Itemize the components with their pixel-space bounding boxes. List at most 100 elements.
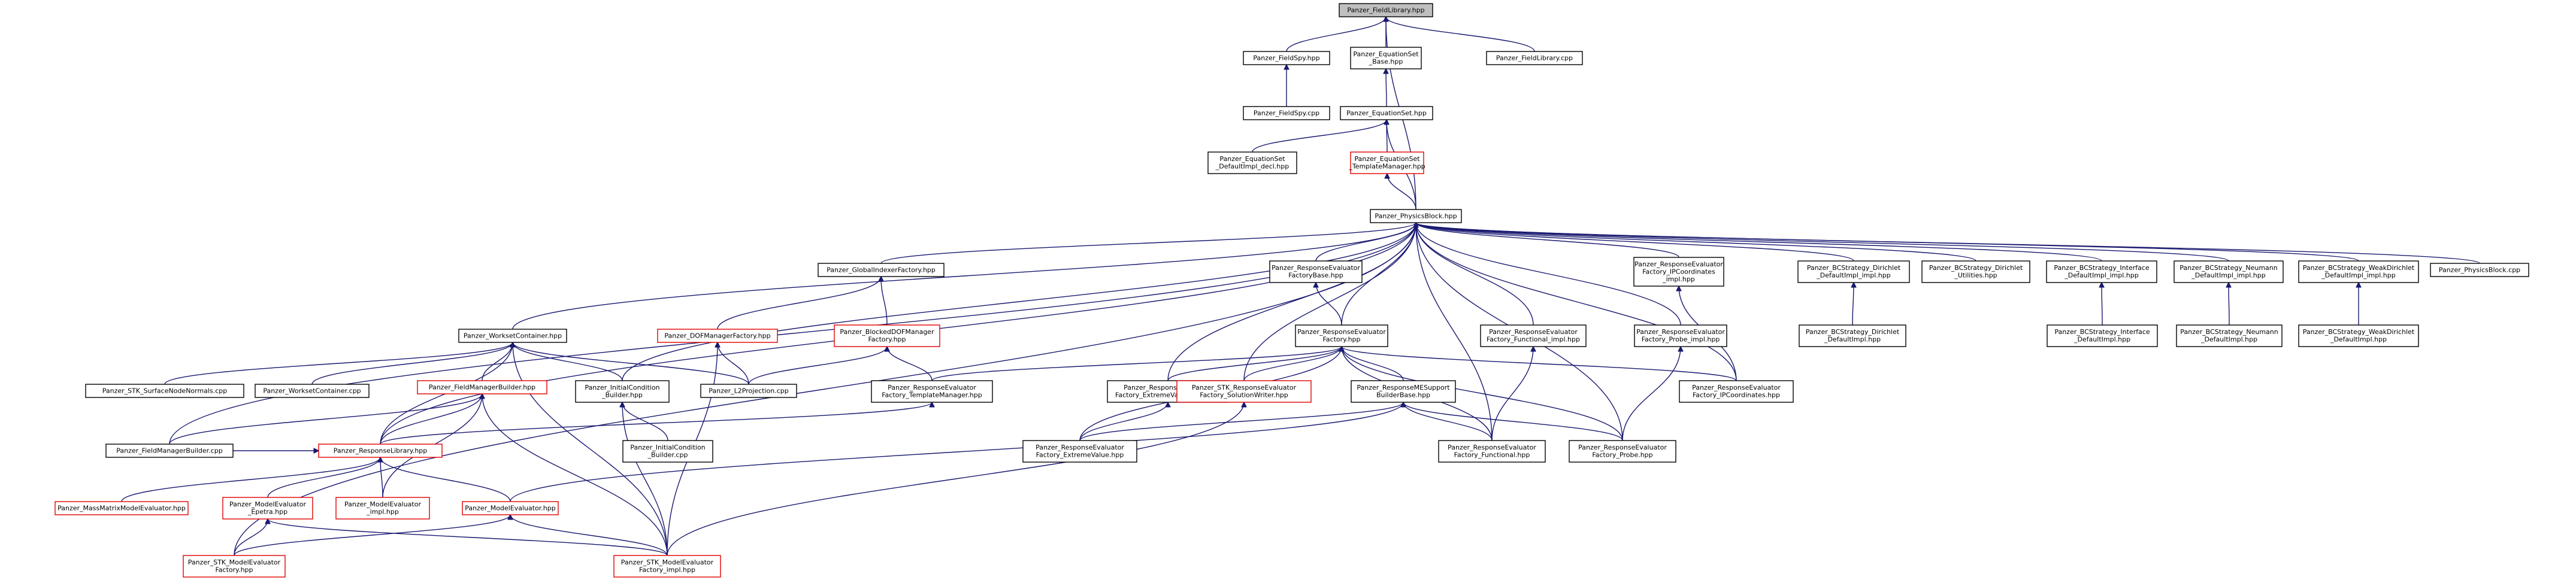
node-fieldspy_cpp[interactable]: Panzer_FieldSpy.cpp [1243,106,1330,120]
edge-globalindexer-to-physicsblock [880,222,1416,264]
node-box [700,384,797,398]
node-worksetcontainer_cpp[interactable]: Panzer_WorksetContainer.cpp [255,384,370,398]
node-bc_interface_decl[interactable]: Panzer_BCStrategy_Interface_DefaultImpl.… [2047,324,2158,347]
node-bc_weakdirichlet_impl[interactable]: Panzer_BCStrategy_WeakDirichlet_DefaultI… [2298,260,2419,283]
node-label: Panzer_EquationSet [1219,155,1285,163]
edge-re_extremevalue-to-re_extreme_impl [1079,402,1168,441]
node-box [318,444,443,458]
node-fieldlib_cpp[interactable]: Panzer_FieldLibrary.cpp [1486,51,1583,65]
node-re_functional[interactable]: Panzer_ResponseEvaluatorFactory_Function… [1438,440,1546,463]
node-box [183,555,286,578]
node-box [55,501,189,515]
edge-massmatrix-to-responselibrary [121,457,380,502]
node-me_epetra[interactable]: Panzer_ModelEvaluator_Epetra.hpp [222,497,313,520]
node-fieldspy_hpp[interactable]: Panzer_FieldSpy.hpp [1243,51,1330,65]
edge-fieldmanagerbuilder-to-worksetcontainer [482,342,513,381]
node-eqset_template[interactable]: Panzer_EquationSet_TemplateManager.hpp [1348,151,1425,174]
node-me_impl[interactable]: Panzer_ModelEvaluator_impl.hpp [335,497,430,520]
node-initialcondition_cpp[interactable]: Panzer_InitialCondition_Builder.cpp [622,440,713,463]
node-label: Panzer_GlobalIndexerFactory.hpp [827,266,936,274]
node-root[interactable]: Panzer_FieldLibrary.hpp [1339,3,1433,17]
node-bc_weakdirichlet_decl[interactable]: Panzer_BCStrategy_WeakDirichlet_DefaultI… [2298,324,2419,347]
edge-me_epetra-to-responselibrary [267,457,380,498]
node-modelevaluator[interactable]: Panzer_ModelEvaluator.hpp [462,501,559,515]
node-re_ipcoord[interactable]: Panzer_ResponseEvaluatorFactory_IPCoordi… [1679,380,1794,403]
edge-re_functional-to-physicsblock [1416,223,1493,441]
node-bc_dirichlet_util[interactable]: Panzer_BCStrategy_Dirichlet_Utilities.hp… [1921,260,2030,283]
node-dofmanagerfactory[interactable]: Panzer_DOFManagerFactory.hpp [657,329,778,343]
node-label: Panzer_L2Projection.cpp [709,387,788,394]
node-eqset_base[interactable]: Panzer_EquationSet_Base.hpp [1350,47,1422,69]
node-label: Panzer_PhysicsBlock.hpp [1375,212,1457,220]
node-label: _DefaultImpl_impl.hpp [2064,272,2138,280]
node-stk_re_solutionwriter[interactable]: Panzer_STK_ResponseEvaluatorFactory_Solu… [1176,380,1312,403]
node-label: Panzer_FieldLibrary.cpp [1496,54,1573,62]
node-responselibrary[interactable]: Panzer_ResponseLibrary.hpp [318,444,443,458]
node-box [1569,440,1676,463]
edge-stk_me_factory_impl-to-worksetcontainer [513,342,668,556]
node-label: Factory_TemplateManager.hpp [882,391,982,399]
node-label: Factory_Probe_impl.hpp [1642,336,1720,344]
node-label: Panzer_ResponseEvaluator [1636,328,1725,336]
node-bc_interface_impl[interactable]: Panzer_BCStrategy_Interface_DefaultImpl_… [2046,260,2157,283]
node-globalindexer[interactable]: Panzer_GlobalIndexerFactory.hpp [818,263,945,277]
node-massmatrix[interactable]: Panzer_MassMatrixModelEvaluator.hpp [55,501,189,515]
node-box [622,440,713,463]
node-box [613,555,721,578]
node-label: BuilderBase.hpp [1376,391,1430,399]
node-box [1351,380,1456,403]
node-label: Panzer_FieldManagerBuilder.cpp [116,447,222,454]
node-fieldmanagerbuilder[interactable]: Panzer_FieldManagerBuilder.hpp [417,380,547,394]
node-re_ipcoord_impl[interactable]: Panzer_ResponseEvaluatorFactory_IPCoordi… [1633,257,1724,287]
node-stk_surface[interactable]: Panzer_STK_SurfaceNodeNormals.cpp [85,384,244,398]
node-bc_neumann_decl[interactable]: Panzer_BCStrategy_Neumann_DefaultImpl.hp… [2176,324,2283,347]
node-physicsblock_cpp[interactable]: Panzer_PhysicsBlock.cpp [2430,263,2529,277]
node-label: Panzer_BCStrategy_Neumann [2180,264,2277,272]
node-label: Factory.hpp [868,336,906,344]
node-box [871,380,993,403]
edge-re_factory-to-re_factorybase [1316,283,1342,326]
edge-stk_me_factory_impl-to-stk_re_solutionwriter [667,402,1244,556]
edge-eqset_hpp-to-eqset_base [1386,69,1387,107]
node-label: Panzer_STK_SurfaceNodeNormals.cpp [102,387,228,394]
node-box [462,501,559,515]
node-box [2430,263,2529,277]
node-label: Panzer_ResponseEvaluator [1578,444,1667,451]
node-label: Panzer_BCStrategy_Neumann [2180,328,2278,336]
node-re_probe[interactable]: Panzer_ResponseEvaluatorFactory_Probe.hp… [1569,440,1676,463]
node-label: Panzer_ResponseEvaluator [1634,260,1723,268]
node-re_functional_impl[interactable]: Panzer_ResponseEvaluatorFactory_Function… [1480,324,1587,347]
node-label: Factory.hpp [1322,336,1360,344]
node-physicsblock[interactable]: Panzer_PhysicsBlock.hpp [1370,209,1462,223]
node-label: _TemplateManager.hpp [1348,163,1425,171]
node-bc_dirichlet_decl[interactable]: Panzer_BCStrategy_Dirichlet_DefaultImpl.… [1799,324,1906,347]
node-fieldmanagerbuilder_cpp[interactable]: Panzer_FieldManagerBuilder.cpp [105,444,234,458]
node-worksetcontainer[interactable]: Panzer_WorksetContainer.hpp [458,329,567,343]
node-re_extremevalue[interactable]: Panzer_ResponseEvaluatorFactory_ExtremeV… [1022,440,1137,463]
node-eqset_hpp[interactable]: Panzer_EquationSet.hpp [1340,106,1433,120]
node-l2projection[interactable]: Panzer_L2Projection.cpp [700,384,797,398]
node-re_probe_impl[interactable]: Panzer_ResponseEvaluatorFactory_Probe_im… [1634,324,1727,347]
edge-fieldlib_cpp-to-root [1386,17,1535,52]
edge-stk_me_factory_impl-to-fieldmanagerbuilder [482,394,668,556]
edge-fieldmanagerbuilder_cpp-to-fieldmanagerbuilder [169,394,482,445]
node-eqset_default[interactable]: Panzer_EquationSet_DefaultImpl_decl.hpp [1207,151,1297,174]
node-re_templatemanager[interactable]: Panzer_ResponseEvaluatorFactory_Template… [871,380,993,403]
node-label: Factory_Functional.hpp [1454,451,1530,459]
node-label: Panzer_ModelEvaluator [344,500,421,508]
edge-re_probe-to-re_factory [1342,347,1623,441]
node-initialcondition_hpp[interactable]: Panzer_InitialCondition_Builder.hpp [575,380,670,403]
node-box [458,329,567,343]
edge-re_extreme_impl-to-re_factory [1167,347,1342,381]
node-label: Panzer_BCStrategy_Dirichlet [1807,264,1901,272]
node-label: Panzer_BCStrategy_WeakDirichlet [2303,328,2415,336]
node-label: _Builder.hpp [601,391,643,399]
node-stk_me_factory_impl[interactable]: Panzer_STK_ModelEvaluatorFactory_impl.hp… [613,555,721,578]
node-bc_dirichlet_impl[interactable]: Panzer_BCStrategy_Dirichlet_DefaultImpl_… [1797,260,1910,283]
node-bc_neumann_impl[interactable]: Panzer_BCStrategy_Neumann_DefaultImpl_im… [2174,260,2284,283]
